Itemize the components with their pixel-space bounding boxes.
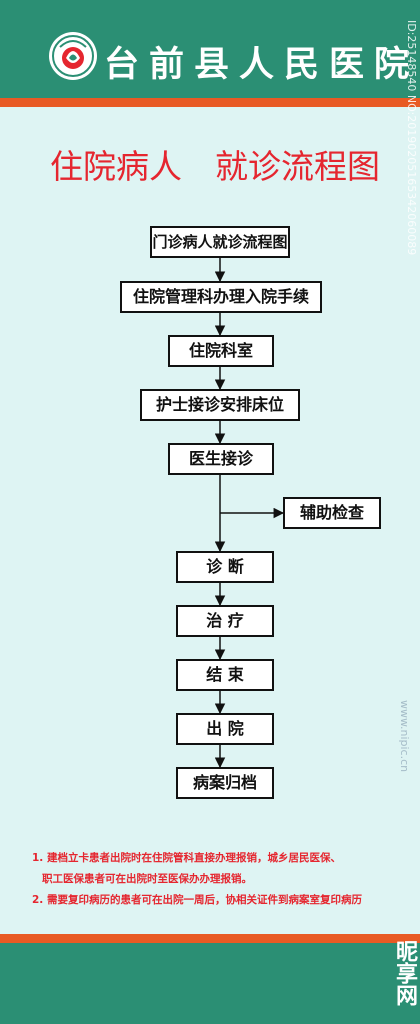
- step-box-9: [176, 713, 274, 745]
- step-label-7: 治 疗: [206, 611, 244, 630]
- poster-title: 住院病人 就诊流程图: [50, 147, 380, 186]
- step-box-4: [140, 389, 300, 421]
- notes: 1. 建档立卡患者出院时在住院管科直接办理报销，城乡居民医保、 职工医保患者可在…: [32, 848, 416, 911]
- branch-label: 辅助检查: [299, 503, 364, 522]
- step-box-6: [176, 551, 274, 583]
- branch-box: [283, 497, 381, 529]
- header-band: 台前县人民医院: [0, 0, 420, 98]
- step-box-8: [176, 659, 274, 691]
- hospital-name: 台前县人民医院: [104, 44, 420, 85]
- note-1: 1. 建档立卡患者出院时在住院管科直接办理报销，城乡居民医保、: [32, 852, 341, 864]
- step-label-1: 门诊病人就诊流程图: [152, 233, 288, 251]
- step-label-10: 病案归档: [192, 773, 257, 792]
- watermark-url: www.nipic.cn: [398, 700, 411, 773]
- watermark-brand: 昵享网: [392, 940, 417, 1006]
- step-box-3: [168, 335, 274, 367]
- step-label-3: 住院科室: [188, 341, 253, 360]
- step-label-4: 护士接诊安排床位: [155, 395, 284, 414]
- note-1-continued: 职工医保患者可在出院时至医保办办理报销。: [42, 873, 252, 885]
- step-label-2: 住院管理科办理入院手续: [132, 287, 309, 306]
- header-stripe: [0, 98, 420, 107]
- step-box-7: [176, 605, 274, 637]
- note-2: 2. 需要复印病历的患者可在出院一周后，协相关证件到病案室复印病历: [32, 894, 362, 906]
- step-box-2: [120, 281, 322, 313]
- footer-band: [0, 943, 420, 1024]
- step-box-1: [150, 226, 290, 258]
- step-label-8: 结 束: [206, 665, 244, 684]
- step-box-5: [168, 443, 274, 475]
- step-label-5: 医生接诊: [188, 449, 253, 468]
- footer-stripe: [0, 934, 420, 943]
- step-label-9: 出 院: [206, 719, 244, 738]
- hospital-logo: [49, 32, 97, 80]
- step-label-6: 诊 断: [206, 557, 244, 576]
- watermark-id: ID:25148540 NO:20190205165342060089: [405, 20, 418, 256]
